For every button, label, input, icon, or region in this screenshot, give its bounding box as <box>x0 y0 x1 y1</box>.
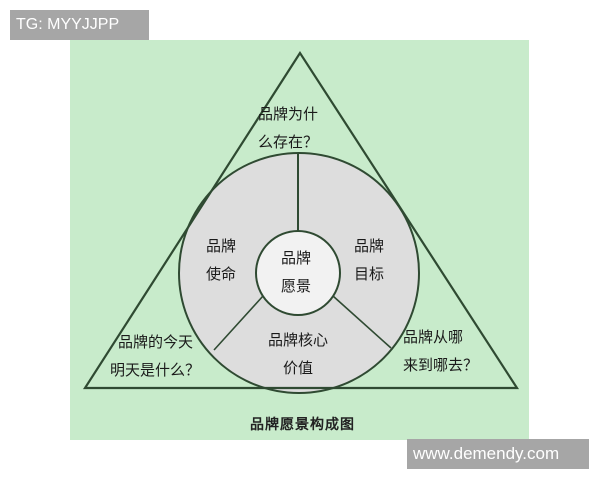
segment-mission-line2: 使命 <box>206 265 237 283</box>
label-bottom-left-line2: 明天是什么？ <box>110 361 201 379</box>
segment-core-value: 品牌核心 价值 <box>268 326 328 382</box>
watermark-bottom-right: www.demendy.com <box>407 439 589 469</box>
label-bottom-left-line1: 品牌的今天 <box>118 333 194 351</box>
triangle <box>82 50 520 390</box>
label-bottom-right-corner: 品牌从哪 来到哪去？ <box>403 323 478 379</box>
diagram-caption: 品牌愿景构成图 <box>250 417 355 433</box>
segment-goal-line2: 目标 <box>354 265 385 283</box>
segment-mission-line1: 品牌 <box>206 237 237 255</box>
segment-goal-line1: 品牌 <box>354 237 385 255</box>
inner-circle <box>255 230 341 316</box>
segment-core-value-line2: 价值 <box>283 359 314 377</box>
segment-goal: 品牌 目标 <box>354 232 384 288</box>
label-top-line1: 品牌为什 <box>258 105 319 123</box>
divider-left <box>213 295 264 351</box>
label-bottom-left-corner: 品牌的今天 明天是什么？ <box>110 328 200 384</box>
center-vision-line2: 愿景 <box>281 277 312 295</box>
label-top-line2: 么存在？ <box>258 133 319 151</box>
label-bottom-right-line2: 来到哪去？ <box>403 356 479 374</box>
segment-mission: 品牌 使命 <box>206 232 236 288</box>
segment-core-value-line1: 品牌核心 <box>268 331 329 349</box>
divider-right <box>332 295 392 349</box>
label-bottom-right-line1: 品牌从哪 <box>403 328 464 346</box>
center-vision-line1: 品牌 <box>281 249 312 267</box>
label-top-corner: 品牌为什 么存在？ <box>258 100 318 156</box>
watermark-top-left: TG: MYYJJPP <box>10 10 149 40</box>
center-vision: 品牌 愿景 <box>281 244 311 300</box>
